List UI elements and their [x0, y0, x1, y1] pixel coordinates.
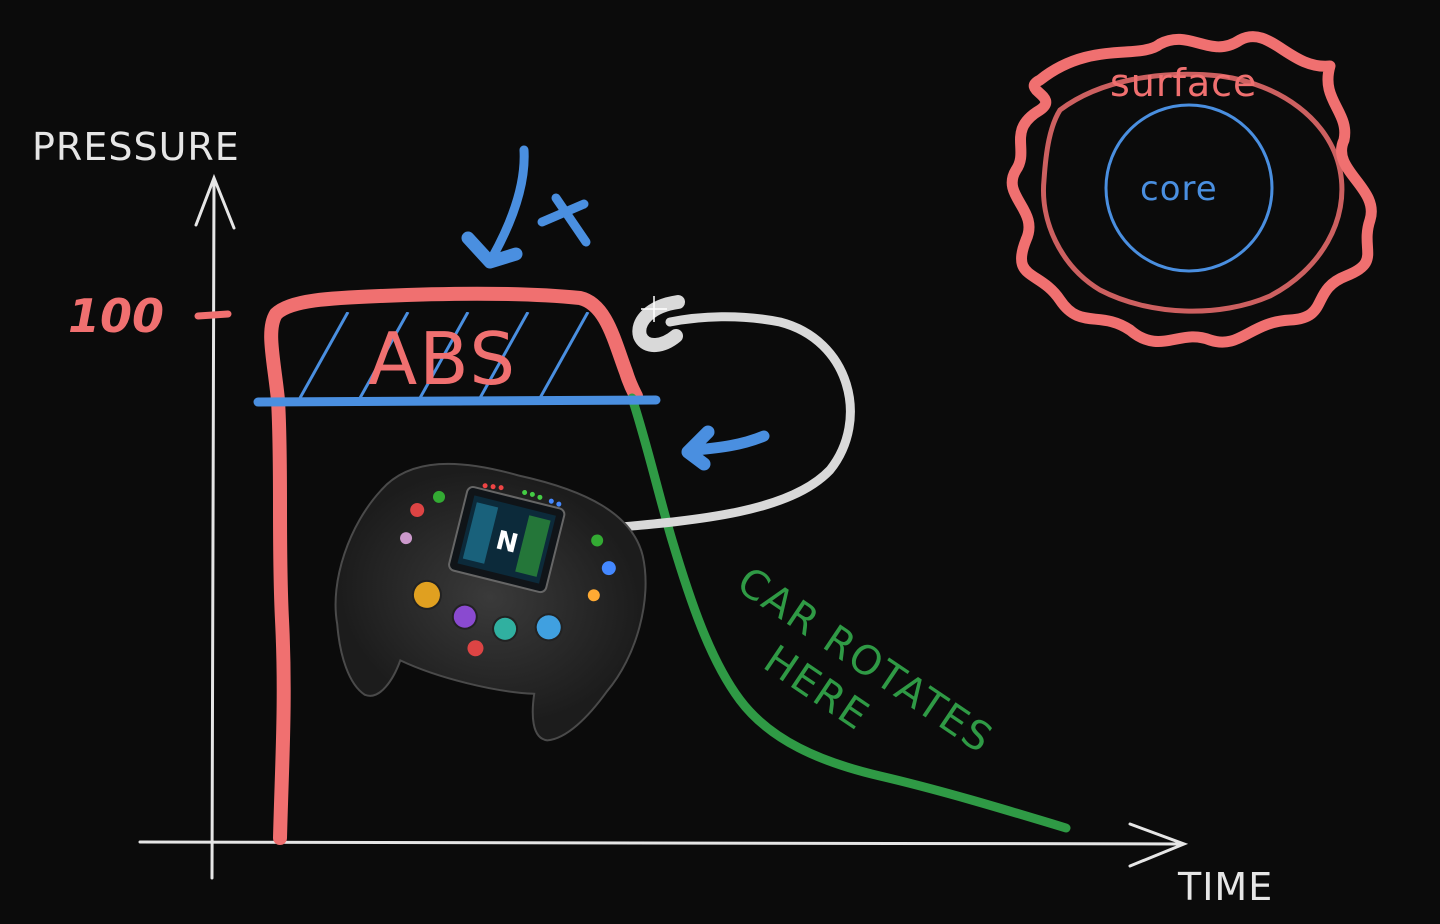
f1-steering-wheel-icon: N [334, 462, 647, 742]
gray-loop-arrow [605, 295, 855, 533]
tyre-surface-inner-ring [1041, 71, 1345, 314]
y-axis-line [210, 178, 216, 880]
abs-threshold-line [253, 395, 661, 407]
x-axis-line [138, 840, 1184, 846]
plus-sign [537, 193, 591, 247]
y-tick-100-label: 100 [68, 289, 164, 343]
y-axis-label: PRESSURE [32, 125, 240, 169]
abs-label: ABS [368, 317, 517, 401]
x-axis-arrowhead [1128, 822, 1189, 868]
tyre-core-circle [1104, 103, 1274, 273]
pressure-curve-red [264, 286, 643, 845]
crosshair-cursor-icon [641, 296, 667, 322]
abs-hatch [298, 312, 590, 398]
blue-down-arrow [461, 145, 529, 269]
axes [138, 173, 1189, 880]
blue-left-arrow [681, 425, 770, 471]
y-axis-arrowhead [194, 173, 236, 230]
tyre-surface-outline [1006, 31, 1377, 348]
tyre-surface-label: surface [1110, 61, 1257, 105]
x-axis-label: TIME [1177, 865, 1273, 909]
rotation-curve-green [627, 393, 1071, 833]
tyre-core-label: core [1140, 169, 1218, 209]
y-tick-100-mark [194, 310, 232, 320]
